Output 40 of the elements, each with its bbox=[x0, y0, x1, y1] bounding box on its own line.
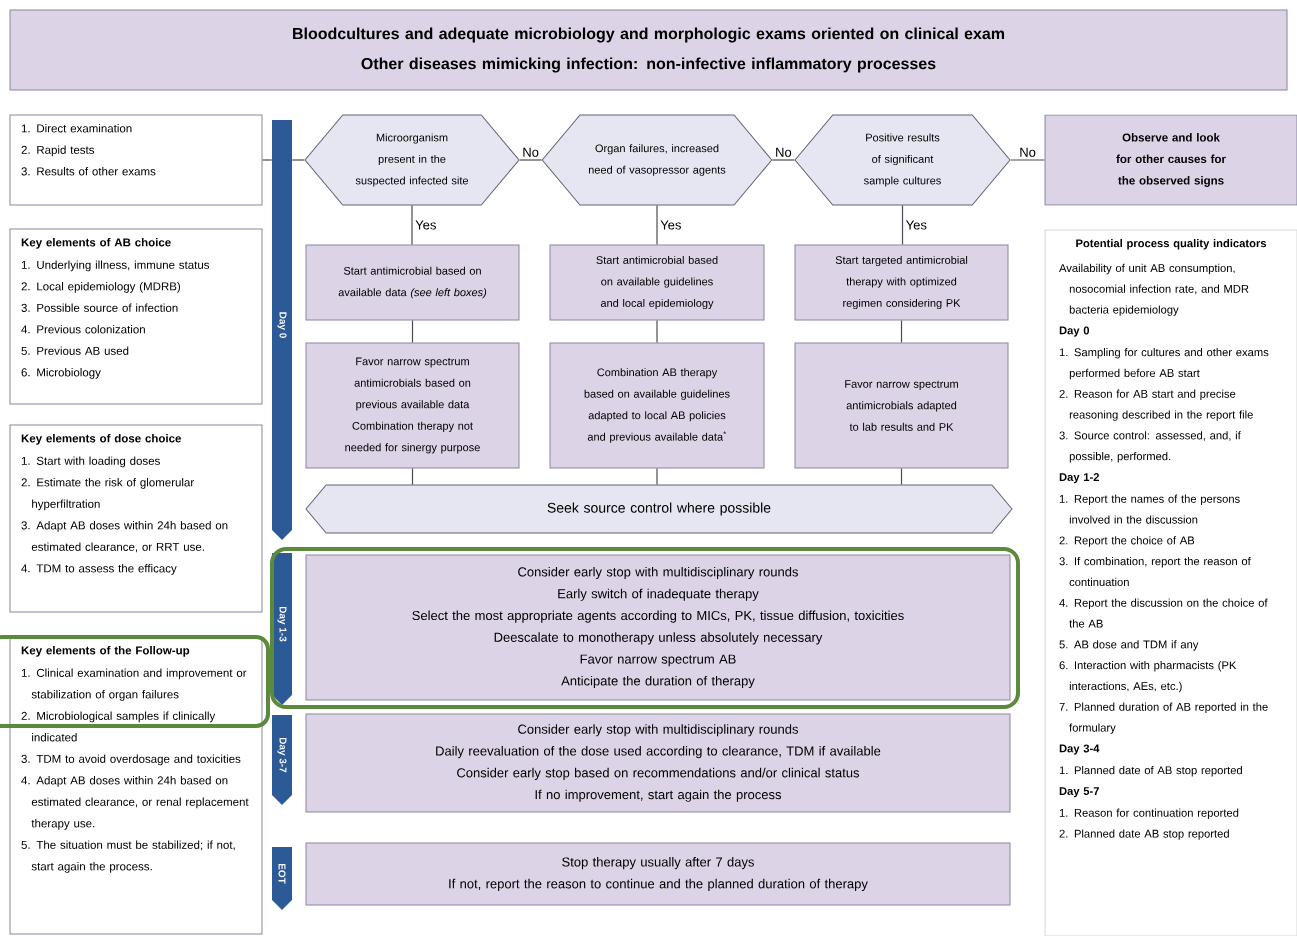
process-box: Combination AB therapy based on available guidelines adapted to local AB policies and previous available data$^{*}$ bbox=[549, 342, 765, 469]
process-box: Favor narrow spectrum antimicrobials adapted to lab results and PK bbox=[794, 342, 1009, 469]
indicator-panel: Potential process quality indicators Availability of unit AB consumption, nosocomial infection rate, and MDR bacteria epidemiology Day 0 1. Sampling for cultures and other exams performed before AB start 2. Reason for AB start and precise reasoning described in the report file 3. Source control: assessed, and, if possible, performed. Day 1-2 1. Report the names of the persons involved in the discussion 2. Report the choice of AB 3. If combination, report the reason of continuation 4. Report the discussion on the choice of the AB 5. AB dose and TDM if any 6. Interaction with pharmacists (PK interactions, AEs, etc.) 7. Planned duration of AB reported in the formulary Day 3-4 1. Planned date of AB stop reported Day 5-7 1. Reason for continuation reported 2. Planned date AB stop reported bbox=[1044, 229, 1297, 936]
connector-line bbox=[411, 319, 414, 344]
title-band: Bloodcultures and adequate microbiology and morphologic exams oriented on clinical exam Other diseases mimicking infection: non-infective inflammatory processes bbox=[9, 9, 1288, 91]
process-box: Favor narrow spectrum antimicrobials based on previous available data Combination therapy not needed for sinergy purpose bbox=[305, 342, 520, 469]
connector-line bbox=[656, 319, 658, 344]
process-box: Consider early stop with multidisciplinary rounds Daily reevaluation of the dose used according to clearance, TDM if available Consider early stop based on recommendations and/or clinical status If no improvement, start again the process bbox=[305, 713, 1011, 813]
outcome-box: Observe and look for other causes for the observed signs bbox=[1044, 114, 1297, 206]
action-band: Seek source control where possible bbox=[305, 484, 1013, 534]
process-box: Stop therapy usually after 7 days If not, report the reason to continue and the planned duration of therapy bbox=[305, 842, 1011, 906]
connector-line bbox=[656, 467, 658, 486]
edge-label: Yes bbox=[906, 220, 927, 230]
connector-line bbox=[900, 319, 903, 344]
connector-line bbox=[771, 159, 795, 161]
connector-line bbox=[519, 159, 543, 161]
edge-label: No bbox=[523, 147, 539, 157]
connector-line bbox=[291, 159, 305, 161]
list-box: Key elements of AB choice 1. Underlying illness, immune status 2. Local epidemiology (MDRB) 3. Possible source of infection 4. Previous colonization 5. Previous AB used 6. Microbiology bbox=[9, 228, 263, 405]
decision-hexagon: Positive results of significant sample cultures bbox=[794, 114, 1011, 206]
decision-hexagon: Microorganism present in the suspected infected site bbox=[304, 114, 520, 206]
connector-line bbox=[1010, 159, 1046, 161]
edge-label: No bbox=[1020, 147, 1036, 157]
process-box: Start antimicrobial based on available data (see left boxes) bbox=[305, 244, 520, 321]
decision-hexagon: Organ failures, increased need of vasopressor agents bbox=[541, 114, 773, 206]
edge-label: No bbox=[776, 147, 792, 157]
list-box: Key elements of dose choice 1. Start with loading doses 2. Estimate the risk of glomerular hyperfiltration 3. Adapt AB doses within 24h based on estimated clearance, or RRT use. 4. TDM to assess the efficacy bbox=[9, 424, 263, 613]
connector-line bbox=[900, 467, 903, 486]
connector-line bbox=[656, 204, 658, 246]
connector-line bbox=[261, 159, 273, 161]
connector-line bbox=[901, 204, 904, 246]
connector-line bbox=[411, 467, 414, 486]
process-box: Start antimicrobial based on available guidelines and local epidemiology bbox=[549, 244, 765, 321]
edge-label: Yes bbox=[660, 220, 681, 230]
list-box: 1. Direct examination 2. Rapid tests 3. Results of other exams bbox=[9, 114, 263, 206]
connector-line bbox=[411, 204, 413, 246]
list-box: Key elements of the Follow-up 1. Clinical examination and improvement or stabilization of organ failures 2. Microbiological samples if clinically indicated 3. TDM to avoid overdosage and toxicities 4. Adapt AB doses within 24h based on estimated clearance, or renal replacement therapy use. 5. The situation must be stabilized; if not, start again the process. bbox=[9, 636, 263, 935]
edge-label: Yes bbox=[415, 220, 436, 230]
process-box: Start targeted antimicrobial therapy with optimized regimen considering PK bbox=[794, 244, 1009, 321]
process-box: Consider early stop with multidisciplinary rounds Early switch of inadequate therapy Select the most appropriate agents according to MICs, PK, tissue diffusion, toxicities Deescalate to monotherapy unless absolutely necessary Favor narrow spectrum AB Anticipate the duration of therapy bbox=[305, 554, 1011, 701]
